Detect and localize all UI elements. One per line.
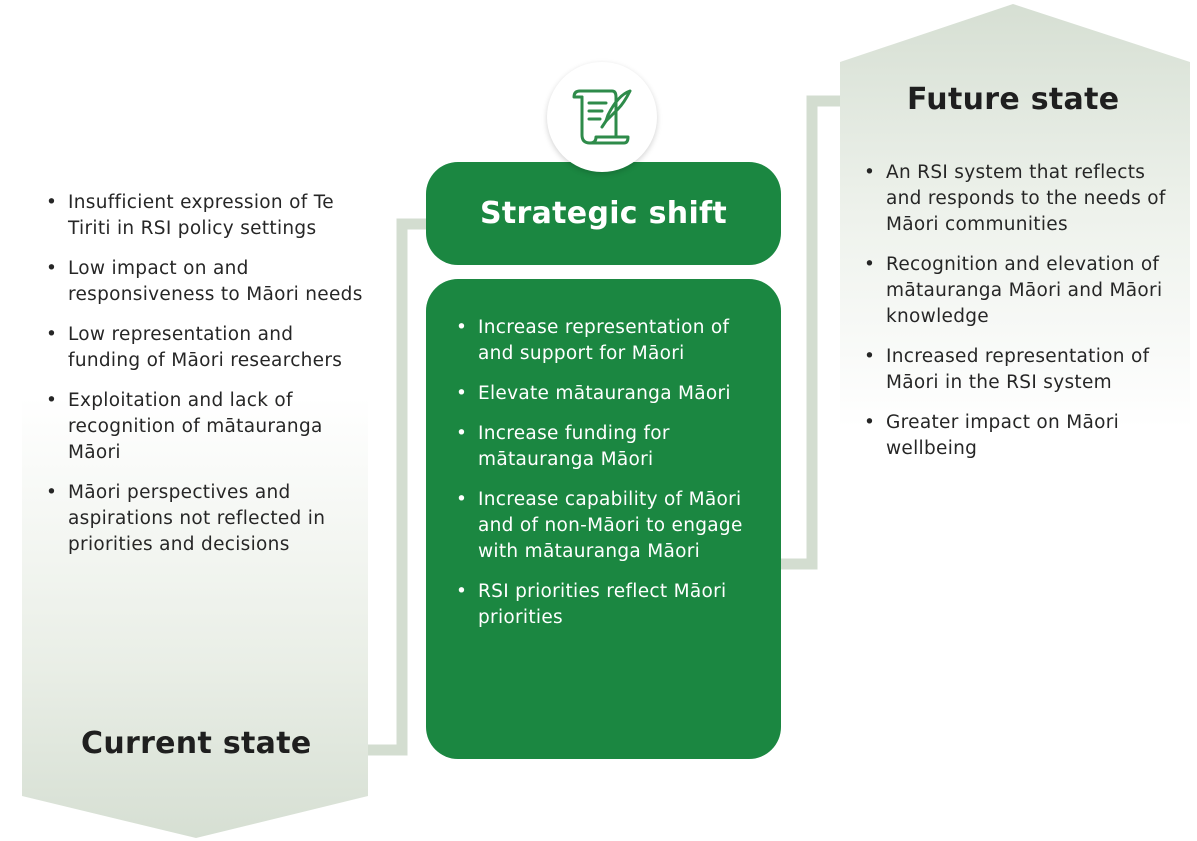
strategic-shift-title: Strategic shift (479, 196, 728, 231)
list-item: RSI priorities reflect Māori priorities (456, 579, 756, 631)
list-item: An RSI system that reflects and responds… (864, 160, 1184, 238)
connector-left (368, 218, 426, 756)
connector-right (781, 95, 840, 570)
future-state-title: Future state (907, 82, 1120, 117)
list-item: Increase capability of Māori and of non-… (456, 487, 756, 565)
list-item: Increased representation of Māori in the… (864, 344, 1184, 396)
list-item: Low impact on and responsiveness to Māor… (46, 256, 366, 308)
list-item: Greater impact on Māori wellbeing (864, 410, 1184, 462)
list-item: Low representation and funding of Māori … (46, 322, 366, 374)
scroll-quill-icon (572, 89, 632, 145)
icon-badge (547, 62, 657, 172)
list-item: Increase funding for mātauranga Māori (456, 421, 756, 473)
list-item: Exploitation and lack of recognition of … (46, 388, 366, 466)
strategic-shift-header-box (426, 162, 781, 265)
list-item: Recognition and elevation of mātauranga … (864, 252, 1184, 330)
current-state-title: Current state (81, 726, 312, 761)
list-item: Māori perspectives and aspirations not r… (46, 480, 366, 558)
list-item: Elevate mātauranga Māori (456, 381, 756, 407)
future-state-list: An RSI system that reflects and responds… (864, 160, 1184, 476)
list-item: Increase representation of and support f… (456, 315, 756, 367)
list-item: Insufficient expression of Te Tiriti in … (46, 190, 366, 242)
current-state-list: Insufficient expression of Te Tiriti in … (46, 190, 366, 572)
strategic-shift-list: Increase representation of and support f… (456, 315, 756, 645)
